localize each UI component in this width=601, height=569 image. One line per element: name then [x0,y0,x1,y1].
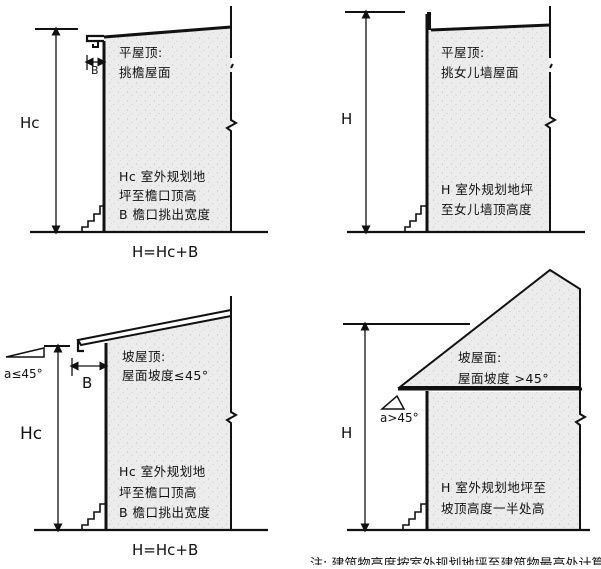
angle-wedge [5,347,45,358]
right-wall-break [574,290,587,530]
p1-note1: 平屋顶: [119,45,163,60]
p3-angle-label: a≤45° [4,367,43,381]
p1-desc2: 坪至檐口顶高 [119,188,198,203]
eave-hook [76,340,84,353]
panel-pitched-low [5,296,268,533]
building-body [427,392,580,530]
p3-desc1: Hc 室外规划地 [119,464,206,479]
stairs [400,205,427,233]
panel-flat-parapet [345,6,585,235]
p1-note2: 挑檐屋面 [119,65,172,80]
gable [397,268,581,388]
building-body [106,314,231,530]
p2-desc2: 至女儿墙顶高度 [441,202,533,217]
p3-note2: 屋面坡度≤45° [122,368,209,383]
p3-desc2: 坪至檐口顶高 [119,485,198,500]
footer-caption: 注: 建筑物高度按室外规划地坪至建筑物最高处计算 [310,557,601,565]
p4-desc2: 坡顶高度一半处高 [441,501,546,516]
stairs [76,205,104,233]
p4-angle-label: a>45° [380,411,419,425]
p1-formula: H=Hc+B [132,243,199,261]
building-body [427,25,550,232]
building-body [104,27,231,232]
p4-height-label: H [341,424,353,442]
p2-note1: 平屋顶: [441,45,485,60]
stairs [76,503,106,531]
p1-desc1: Hc 室外规划地 [119,169,206,184]
p3-height-label: Hc [20,424,43,444]
roof-line [430,23,551,32]
p2-note2: 挑女儿墙屋面 [441,65,520,80]
right-wall-break [544,6,557,232]
p4-note2: 屋面坡度 >45° [458,371,550,386]
eave-overhang [85,34,104,43]
roof-line [103,25,232,39]
angle-wedge [379,394,406,410]
p3-note1: 坡屋顶: [122,349,166,364]
p3-formula: H=Hc+B [132,541,199,559]
p2-desc1: H 室外规划地坪 [441,182,534,197]
right-wall-break [225,296,238,530]
p1-overhang-label: B [91,64,99,77]
p1-desc3: B 檐口挑出宽度 [119,207,211,222]
right-wall-break [225,6,238,232]
p4-note1: 坡屋面: [458,350,502,365]
p3-desc3: B 檐口挑出宽度 [119,505,211,520]
p2-height-label: H [341,110,353,128]
stairs [397,503,427,531]
p3-overhang-label: B [82,374,93,392]
panel-flat-overhang [30,6,268,235]
eave-bracket [92,41,99,48]
panel-pitched-steep [343,268,590,533]
p4-desc1: H 室外规划地坪至 [441,480,547,495]
p1-height-label: Hc [20,114,40,132]
